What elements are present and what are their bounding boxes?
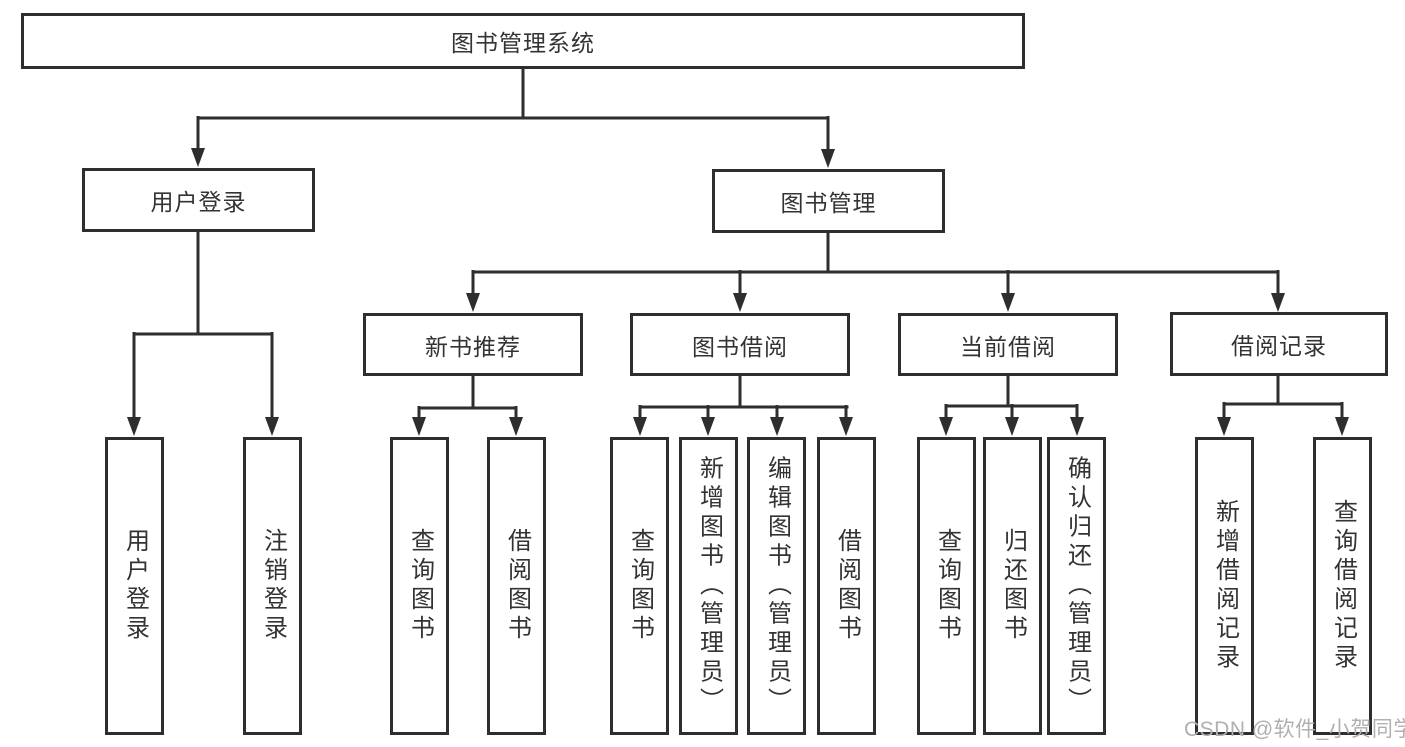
arrowhead (1217, 417, 1231, 436)
arrowhead (821, 149, 835, 168)
arrowhead (770, 417, 784, 436)
leaf-add-borrow-record-label: 新增借阅记录 (1211, 499, 1239, 673)
leaf-confirm-return-admin-label: 确认归还（管理员） (1063, 455, 1091, 717)
arrowhead (265, 417, 279, 436)
node-book-management: 图书管理 (712, 169, 945, 233)
arrowhead (1271, 293, 1285, 312)
arrowhead (1335, 417, 1349, 436)
leaf-logout-label: 注销登录 (259, 528, 287, 644)
arrowhead (1001, 293, 1015, 312)
arrowhead (412, 417, 426, 436)
watermark-text: CSDN @软件_小贺同学 (1184, 718, 1405, 741)
node-book-borrow: 图书借阅 (630, 313, 850, 376)
node-current-borrow-label: 当前借阅 (960, 333, 1056, 360)
leaf-borrow-books: 借阅图书 (817, 437, 876, 735)
arrowhead (127, 417, 141, 436)
leaf-user-login: 用户登录 (105, 437, 164, 735)
leaf-add-books-admin: 新增图书（管理员） (679, 437, 738, 735)
leaf-user-login-label: 用户登录 (121, 528, 149, 644)
node-new-book-recommend-label: 新书推荐 (425, 333, 521, 360)
leaf-borrow-books-label: 借阅图书 (833, 528, 861, 644)
leaf-borrow-books-recommend: 借阅图书 (487, 437, 546, 735)
node-book-borrow-label: 图书借阅 (692, 333, 788, 360)
leaf-add-borrow-record: 新增借阅记录 (1195, 437, 1254, 735)
node-user-login-label: 用户登录 (150, 189, 247, 215)
node-current-borrow: 当前借阅 (898, 313, 1118, 376)
leaf-edit-books-admin-label: 编辑图书（管理员） (763, 455, 791, 717)
arrowhead (509, 417, 523, 436)
leaf-query-books-current-label: 查询图书 (933, 528, 961, 644)
connector-root-to-level2 (191, 69, 835, 168)
leaf-edit-books-admin: 编辑图书（管理员） (747, 437, 806, 735)
leaf-query-books-borrow: 查询图书 (610, 437, 669, 735)
arrowhead (1005, 417, 1019, 436)
arrowhead (839, 417, 853, 436)
leaf-query-borrow-record-label: 查询借阅记录 (1329, 499, 1357, 673)
leaf-return-books: 归还图书 (983, 437, 1042, 735)
leaf-add-books-admin-label: 新增图书（管理员） (695, 455, 723, 717)
arrowhead (633, 417, 647, 436)
connector-currentborrow-to-leaves (939, 376, 1084, 436)
connector-bookmgmt-to-level3 (466, 233, 1285, 312)
node-book-management-label: 图书管理 (780, 190, 877, 216)
arrowhead (939, 417, 953, 436)
arrowhead (701, 417, 715, 436)
connector-userlogin-to-leaves (127, 232, 279, 436)
leaf-query-books-borrow-label: 查询图书 (626, 528, 654, 644)
leaf-query-books-recommend-label: 查询图书 (406, 528, 434, 644)
leaf-query-borrow-record: 查询借阅记录 (1313, 437, 1372, 735)
connector-bookborrow-to-leaves (633, 376, 853, 436)
node-borrow-records-label: 借阅记录 (1231, 333, 1327, 359)
node-borrow-records: 借阅记录 (1170, 312, 1388, 376)
leaf-borrow-books-recommend-label: 借阅图书 (503, 528, 531, 644)
connector-borrowrecords-to-leaves (1217, 376, 1349, 436)
connector-newbook-to-leaves (412, 376, 523, 436)
arrowhead (733, 293, 747, 312)
leaf-return-books-label: 归还图书 (999, 528, 1027, 644)
node-root-label: 图书管理系统 (451, 30, 595, 56)
node-new-book-recommend: 新书推荐 (363, 313, 583, 376)
arrowhead (1070, 417, 1084, 436)
node-root: 图书管理系统 (21, 13, 1025, 69)
node-user-login: 用户登录 (82, 168, 315, 232)
leaf-confirm-return-admin: 确认归还（管理员） (1047, 437, 1106, 735)
leaf-logout: 注销登录 (243, 437, 302, 735)
leaf-query-books-recommend: 查询图书 (390, 437, 449, 735)
arrowhead (466, 293, 480, 312)
arrowhead (191, 148, 205, 167)
leaf-query-books-current: 查询图书 (917, 437, 976, 735)
